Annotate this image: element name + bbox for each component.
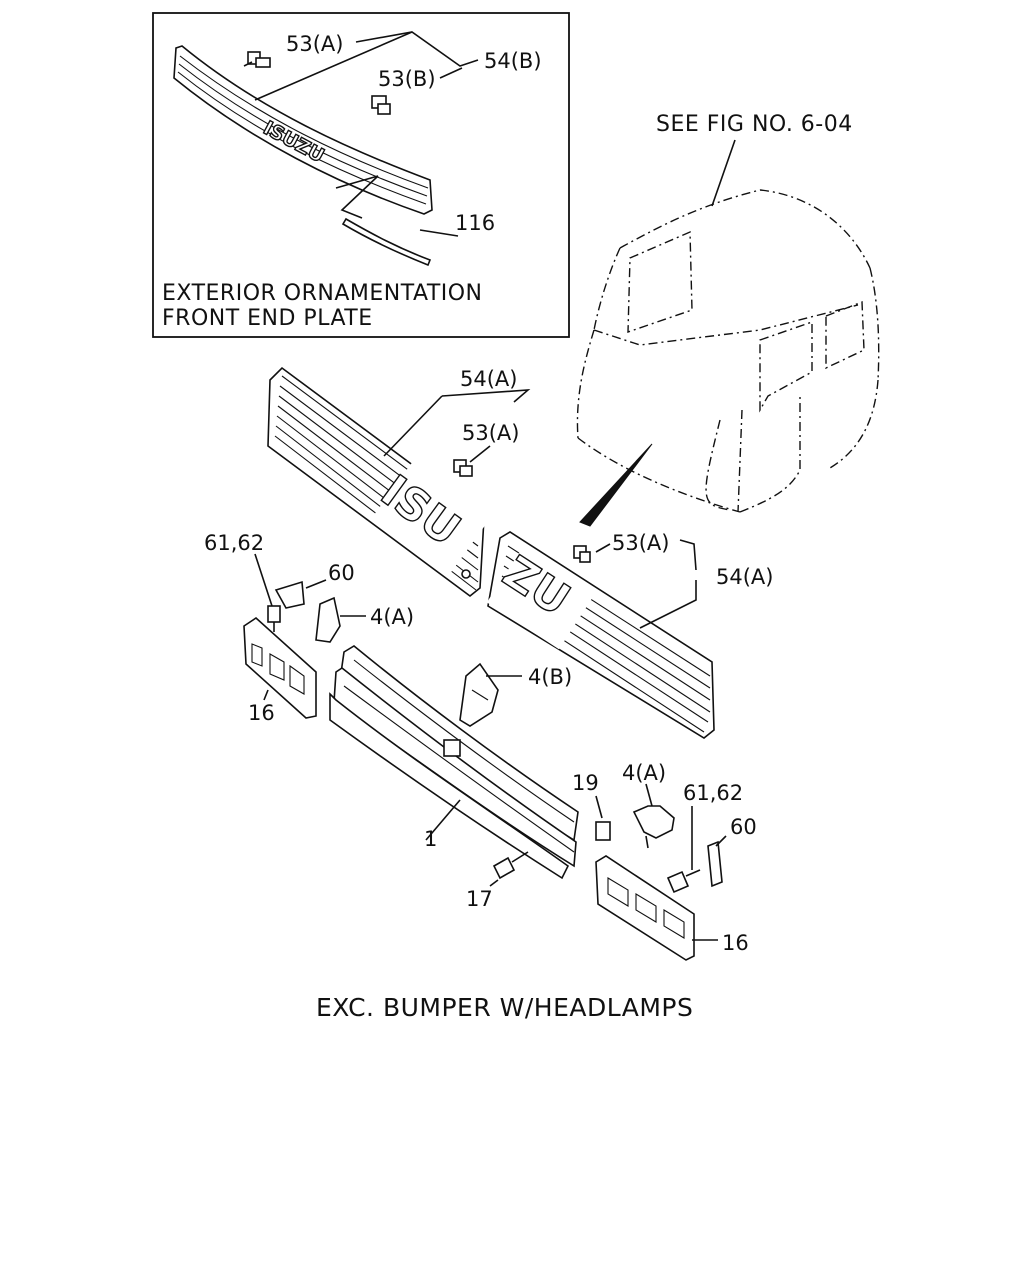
label-right-60: 60 xyxy=(730,815,757,839)
inset-panel: ISUZU 53(A) 54(B) 53(B) 116 EXTERIOR ORN… xyxy=(152,12,570,338)
bracket-4a-right xyxy=(632,805,675,849)
cab-outline: SEE FIG NO. 6-04 xyxy=(576,112,880,527)
lower-grille-1 xyxy=(329,645,579,880)
bracket-4b xyxy=(459,662,499,727)
label-grille-right-54a: 54(A) xyxy=(716,565,773,589)
inset-title-line2: FRONT END PLATE xyxy=(162,306,373,331)
label-left-6162: 61,62 xyxy=(204,531,264,555)
label-left-4a: 4(A) xyxy=(370,605,414,629)
inset-clip-53a xyxy=(243,51,271,68)
left-hardware xyxy=(267,580,341,643)
label-left-60: 60 xyxy=(328,561,355,585)
bezel-right xyxy=(595,855,695,961)
inset-label-116: 116 xyxy=(455,211,495,235)
inset-label-53b: 53(B) xyxy=(378,67,436,91)
cab-reference-label: SEE FIG NO. 6-04 xyxy=(656,112,853,137)
grille-left: ISU xyxy=(267,366,498,598)
diagram-caption: EXC. BUMPER W/HEADLAMPS xyxy=(316,993,693,1022)
label-center-17: 17 xyxy=(466,887,493,911)
label-right-6162: 61,62 xyxy=(683,781,743,805)
label-grille-left-53a: 53(A) xyxy=(462,421,519,445)
bezel-left xyxy=(243,616,317,719)
label-center-4b: 4(B) xyxy=(528,665,572,689)
grille-right: ZU xyxy=(486,531,715,739)
clip-53a-right xyxy=(573,545,591,563)
label-grille-right-53a: 53(A) xyxy=(612,531,669,555)
bracket-60-right xyxy=(707,840,723,888)
inset-label-53a: 53(A) xyxy=(286,32,343,56)
clip-53a-left xyxy=(453,459,473,477)
inset-title-line1: EXTERIOR ORNAMENTATION xyxy=(162,281,483,306)
label-right-4a: 4(A) xyxy=(622,761,666,785)
label-grille-left-54a: 54(A) xyxy=(460,367,517,391)
inset-clip-53b xyxy=(371,95,391,115)
inset-strip-116 xyxy=(341,217,432,267)
label-right-19: 19 xyxy=(572,771,599,795)
label-left-16: 16 xyxy=(248,701,275,725)
inset-label-54b: 54(B) xyxy=(484,49,542,73)
clip-19 xyxy=(595,821,611,841)
screw-17 xyxy=(492,851,529,880)
screw-6162-right xyxy=(666,869,701,894)
label-right-16: 16 xyxy=(722,931,749,955)
label-center-1: 1 xyxy=(424,827,437,851)
